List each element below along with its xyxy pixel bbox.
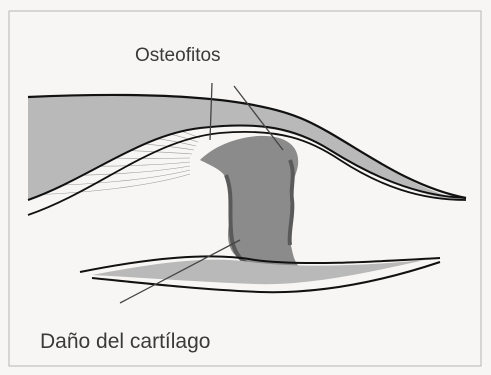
cartilage-damage-label: Daño del cartílago [40,330,210,354]
cartilage-damage-mass [200,136,320,279]
osteophytes-label: Osteofitos [135,45,221,67]
